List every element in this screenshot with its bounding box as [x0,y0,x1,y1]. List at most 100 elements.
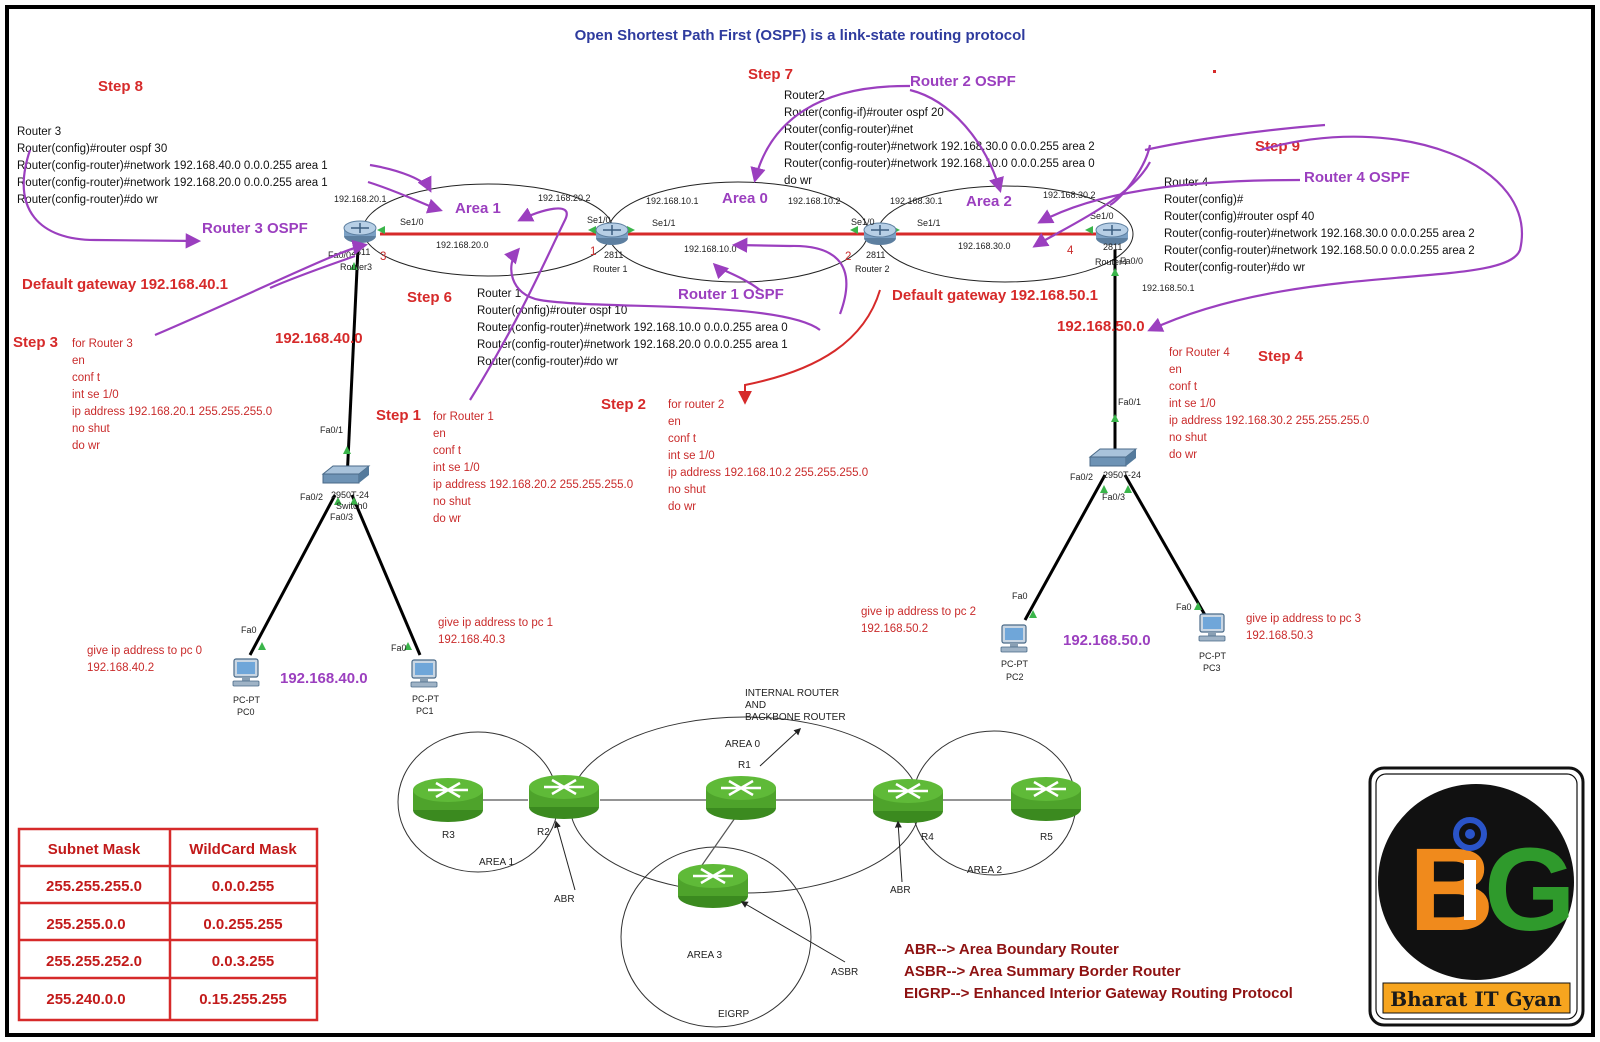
step2-config-line: int se 1/0 [668,450,715,462]
router3-config-block: Router 3 Router(config)#router ospf 30 R… [17,126,328,206]
step6-label: Step 6 [407,289,452,306]
step1-config-line: en [433,428,446,440]
r1-model-label: 2811 [604,250,623,260]
router3-config-line: Router(config)#router ospf 30 [17,143,167,155]
num-2-label: 2 [845,251,851,263]
pc0-note-ip: 192.168.40.2 [87,662,154,674]
r4-name-label: Router4 [1095,257,1127,267]
router2-config-line: Router(config-if)#router ospf 20 [784,107,944,119]
router3-icon[interactable] [343,220,377,244]
router4-config-line: Router(config)#router ospf 40 [1164,211,1314,223]
abr-left-arrow [554,820,576,891]
router1-config-line: Router(config)#router ospf 10 [477,305,627,317]
sw1-fa01-label: Fa0/1 [1118,397,1141,407]
red-dot [1213,70,1216,73]
link-sw1-pc2 [1023,474,1107,621]
pc2-note-ip: 192.168.50.2 [861,623,928,635]
router1-ospf-label: Router 1 OSPF [678,286,784,303]
step1-config-line: no shut [433,496,472,508]
gateway-40-label: Default gateway 192.168.40.1 [22,276,228,293]
router2-config-line: Router(config-router)#network 192.168.30… [784,141,1095,153]
step1-config-block: for Router 1 en conf t int se 1/0 ip add… [433,411,633,525]
r2-name-label: Router 2 [855,264,890,274]
area0-label: Area 0 [722,190,768,207]
sw1-fa02-label: Fa0/2 [1070,472,1093,482]
router4-config-line: Router(config-router)#network 192.168.30… [1164,228,1475,240]
pc0-icon[interactable] [232,658,260,687]
table-header-subnet: Subnet Mask [48,841,141,858]
link-sw1-pc3 [1123,474,1207,616]
table-cell: 0.0.0.255 [212,878,275,895]
step4-config-block: for Router 4 en conf t int se 1/0 ip add… [1169,347,1369,461]
pc1-type-label: PC-PT [412,694,440,704]
r4-bottom-label: R4 [921,832,934,843]
step2-config-block: for router 2 en conf t int se 1/0 ip add… [668,399,868,513]
r1-name-label: Router 1 [593,264,628,274]
abr-left-label: ABR [554,894,575,905]
asbr-arrow [740,901,846,963]
step3-config-line: ip address 192.168.20.1 255.255.255.0 [72,406,272,418]
logo-name: Bharat IT Gyan [1390,987,1562,1011]
area-router-r3-icon [411,776,485,824]
num-3-label: 3 [380,251,386,263]
r1-right-ip-label: 192.168.10.1 [646,196,699,206]
link20-label: 192.168.20.0 [436,240,489,250]
step1-config-line: do wr [433,513,461,525]
link30-label: 192.168.30.0 [958,241,1011,251]
area-router-area3-icon [676,862,750,910]
pc3-icon[interactable] [1198,613,1226,642]
table-header-wildcard: WildCard Mask [189,841,297,858]
link-r3-sw0 [345,247,360,481]
r4-fa00-label: Fa0/0 [1120,256,1143,266]
sw0-model-label: 2950T-24 [331,490,369,500]
sw1-model-label: 2950T-24 [1103,470,1141,480]
r4-lan-ip-label: 192.168.50.1 [1142,283,1195,293]
link10-label: 192.168.10.0 [684,244,737,254]
area2-bottom-label: AREA 2 [967,865,1002,876]
router1-config-line: Router(config-router)#do wr [477,356,618,368]
switch1-icon[interactable] [1089,448,1137,467]
r4-se10-label: Se1/0 [1090,211,1114,221]
step3-config-line: int se 1/0 [72,389,119,401]
router1-config-block: Router 1 Router(config)#router ospf 10 R… [477,288,788,368]
pc0-note-line: give ip address to pc 0 [87,645,202,657]
network-40-label-top: 192.168.40.0 [275,330,363,347]
pc0-type-label: PC-PT [233,695,261,705]
network-40-label-bottom: 192.168.40.0 [280,670,368,687]
pc2-icon[interactable] [1000,624,1028,653]
legend-asbr: ASBR--> Area Summary Border Router [904,963,1181,980]
router1-icon[interactable] [595,222,629,246]
router2-config-block: Router2 Router(config-if)#router ospf 20… [784,90,1095,187]
step7-label: Step 7 [748,66,793,83]
r1-left-ip-label: 192.168.20.2 [538,193,591,203]
r4-ip-label: 192.168.30.2 [1043,190,1096,200]
internal-router-arrow [759,728,802,767]
asbr-label: ASBR [831,967,858,978]
router4-config-block: Router 4 Router(config)# Router(config)#… [1164,177,1475,274]
area-router-r1-icon [704,774,778,822]
pc1-icon[interactable] [410,659,438,688]
num-4-label: 4 [1067,245,1074,257]
svg-text:G: G [1484,824,1576,956]
pc1-note-ip: 192.168.40.3 [438,634,505,646]
r3-bottom-label: R3 [442,830,455,841]
switch0-icon[interactable] [322,465,370,484]
table-cell: 255.255.252.0 [46,953,142,970]
r1-se11-label: Se1/1 [652,218,676,228]
step1-config-line: conf t [433,445,462,457]
router4-config-line: Router(config-router)#do wr [1164,262,1305,274]
pc1-fa0-label: Fa0 [391,643,407,653]
table-cell: 0.15.255.255 [199,991,287,1008]
step1-label: Step 1 [376,407,421,424]
r3-se10-label: Se1/0 [400,217,424,227]
router2-ospf-label: Router 2 OSPF [910,73,1016,90]
pc2-type-label: PC-PT [1001,659,1029,669]
table-cell: 255.240.0.0 [46,991,125,1008]
router3-config-line: Router(config-router)#network 192.168.20… [17,177,328,189]
area1-bottom-label: AREA 1 [479,857,514,868]
step4-config-line: conf t [1169,381,1198,393]
link-r1-area3 [699,817,736,869]
r2-left-ip-label: 192.168.10.2 [788,196,841,206]
r1-bottom-label: R1 [738,760,751,771]
step4-config-line: no shut [1169,432,1208,444]
